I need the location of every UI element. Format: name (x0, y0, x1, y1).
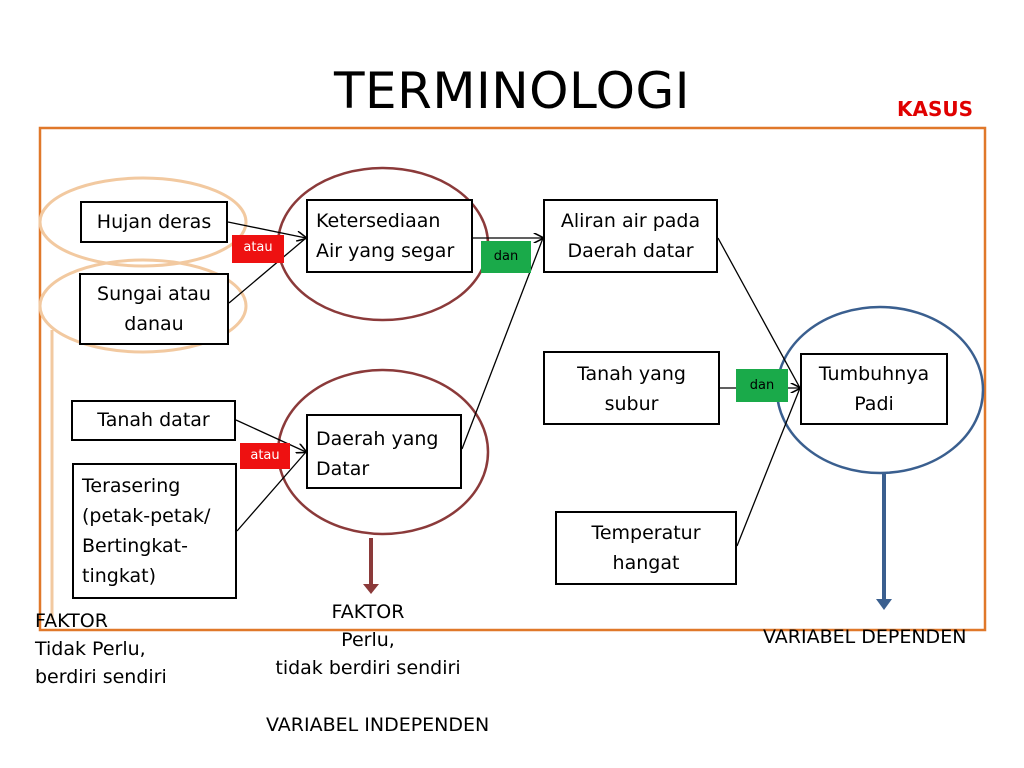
box-terasering-line-1: Terasering (82, 475, 181, 497)
ellipse-sungai (38, 258, 248, 354)
box-tumbuhnya-line-1: Tumbuhnya (818, 363, 930, 385)
box-daerah-line-2: Datar (316, 458, 370, 480)
box-tumbuhnya: Tumbuhnya Padi (800, 353, 948, 425)
box-tanah-datar-label: Tanah datar (97, 409, 210, 431)
box-daerah: Daerah yang Datar (306, 414, 462, 489)
caption-variabel-dependen: VARIABEL DEPENDEN (763, 626, 967, 648)
caption-faktor-perlu-line-1: FAKTOR (331, 601, 405, 623)
box-terasering: Terasering (petak-petak/ Bertingkat- tin… (72, 463, 237, 599)
box-tanah-datar: Tanah datar (71, 400, 236, 441)
caption-variabel-independen: VARIABEL INDEPENDEN (266, 714, 490, 736)
arrow-temperatur-tumbuhnya (736, 387, 801, 547)
caption-faktor-tidak-perlu-line-1: FAKTOR (35, 610, 108, 632)
arrow-tanahdatar-daerah (235, 419, 306, 452)
arrow-daerah-aliran (461, 237, 544, 450)
box-temperatur-line-1: Temperatur (591, 522, 701, 544)
box-sungai-line-1: Sungai atau (97, 283, 211, 305)
case-label: KASUS (897, 97, 974, 121)
box-sungai-line-2: danau (124, 313, 184, 335)
ellipse-hujan (38, 176, 248, 268)
tag-atau-bottom: atau (240, 443, 290, 469)
box-tumbuhnya-line-2: Padi (854, 393, 894, 415)
brown-down-arrow-head (363, 584, 379, 594)
caption-faktor-perlu: FAKTOR Perlu, tidak berdiri sendiri (258, 598, 478, 682)
caption-faktor-perlu-line-2: Perlu, (341, 629, 395, 651)
box-ketersediaan: Ketersediaan Air yang segar (306, 199, 473, 273)
box-aliran-line-1: Aliran air pada (560, 210, 701, 232)
box-ketersediaan-line-1: Ketersediaan (316, 210, 441, 232)
box-hujan-deras-label: Hujan deras (96, 211, 212, 233)
box-tanah-subur: Tanah yang subur (543, 351, 720, 425)
arrow-sungai-ketersediaan (228, 237, 307, 304)
box-terasering-line-4: tingkat) (82, 565, 157, 587)
box-aliran: Aliran air pada Daerah datar (543, 199, 718, 273)
caption-faktor-tidak-perlu-line-2: Tidak Perlu, (35, 638, 146, 660)
caption-faktor-perlu-line-3: tidak berdiri sendiri (275, 657, 461, 679)
arrow-hujan-ketersediaan (227, 221, 306, 238)
caption-faktor-tidak-perlu-line-3: berdiri sendiri (35, 666, 167, 688)
box-tanah-subur-line-1: Tanah yang (577, 363, 686, 385)
box-sungai: Sungai atau danau (79, 273, 229, 345)
arrow-terasering-daerah (236, 451, 307, 532)
box-ketersediaan-line-2: Air yang segar (316, 240, 455, 262)
box-daerah-line-1: Daerah yang (316, 428, 439, 450)
box-aliran-line-2: Daerah datar (567, 240, 694, 262)
box-temperatur: Temperatur hangat (555, 511, 737, 585)
box-temperatur-line-2: hangat (612, 552, 680, 574)
caption-faktor-tidak-perlu: FAKTOR Tidak Perlu, berdiri sendiri (35, 607, 167, 691)
blue-down-arrow-head (876, 599, 892, 610)
box-hujan-deras: Hujan deras (80, 201, 228, 243)
case-frame (38, 126, 987, 632)
page-title: TERMINOLOGI (334, 62, 690, 120)
box-terasering-line-2: (petak-petak/ (82, 505, 211, 527)
tag-atau-top: atau (232, 235, 284, 263)
box-tanah-subur-line-2: subur (604, 393, 659, 415)
box-terasering-line-3: Bertingkat- (82, 535, 188, 557)
arrow-aliran-tumbuhnya (717, 237, 801, 389)
tag-dan-top: dan (481, 241, 531, 273)
tag-dan-right: dan (736, 369, 788, 402)
